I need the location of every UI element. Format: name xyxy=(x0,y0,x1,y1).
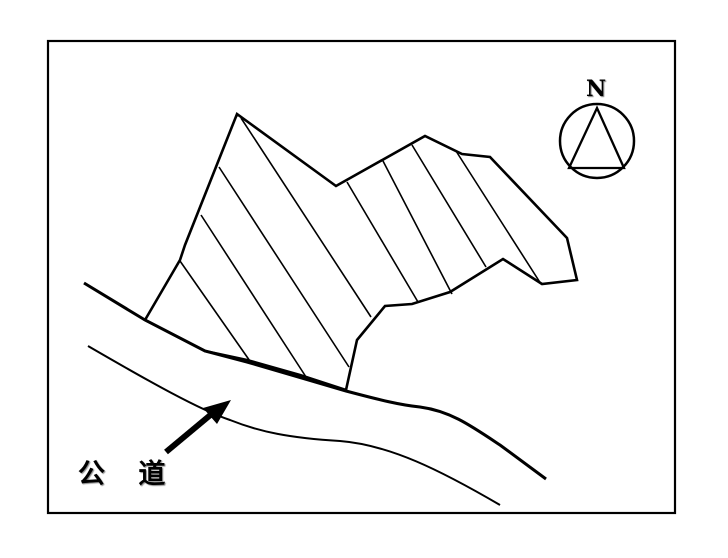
hatched-parcel xyxy=(143,111,579,392)
road-edge-lower xyxy=(87,345,501,506)
parcel-hatching xyxy=(179,117,542,381)
road-label: 公 道 xyxy=(78,459,178,490)
parcel-outline xyxy=(143,111,579,392)
public-road xyxy=(83,281,547,506)
road-arrow xyxy=(164,400,231,455)
road-edge-upper xyxy=(83,281,547,481)
north-arrow-icon xyxy=(558,102,636,180)
map-frame-border xyxy=(46,39,677,515)
north-label: N xyxy=(586,76,607,102)
